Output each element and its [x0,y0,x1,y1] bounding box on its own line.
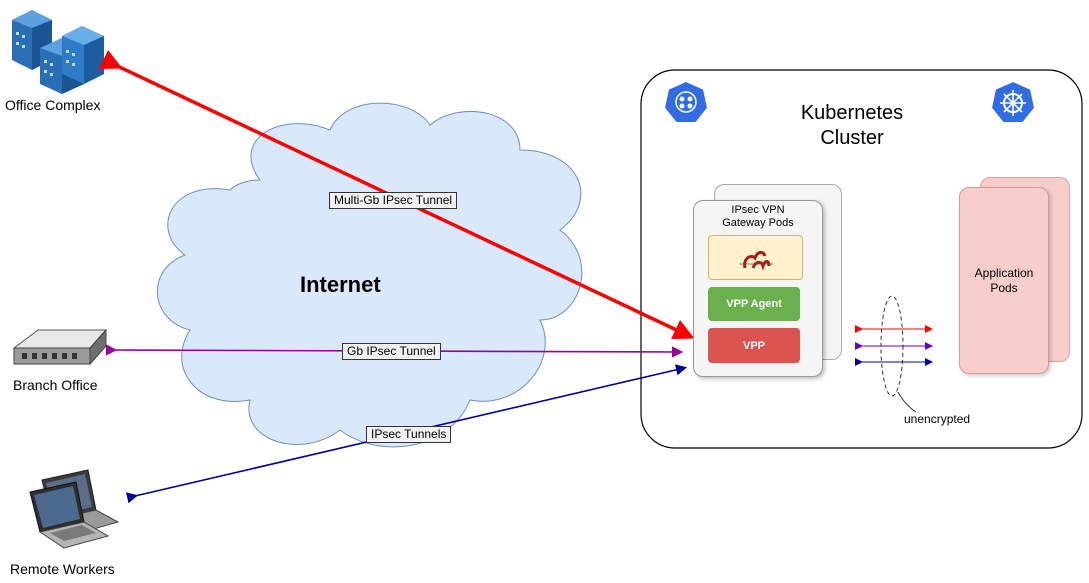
office-complex-label: Office Complex [5,97,101,113]
cluster-title-line1: Kubernetes [800,102,904,124]
multi-gb-tunnel-label: Multi-Gb IPsec Tunnel [329,192,458,209]
unencrypted-ellipse [880,295,904,397]
cluster-title-line2: Cluster [820,127,884,149]
strongswan-logo [739,250,773,271]
vpp-agent-box[interactable]: VPP Agent [708,287,800,321]
gateway-pods-title-line2: Gateway Pods [722,217,794,229]
kubernetes-pod-icon [662,79,710,124]
kubernetes-cluster-title: Kubernetes Cluster [772,101,932,151]
remote-workers-label: Remote Workers [10,561,115,577]
application-pod[interactable]: Application Pods [959,187,1049,374]
router-icon [12,328,108,366]
gb-tunnel-label: Gb IPsec Tunnel [342,343,441,360]
application-pods-line2: Pods [990,280,1018,295]
gateway-pods-title-line1: IPsec VPN [731,204,785,216]
internet-label: Internet [300,272,381,297]
laptops-icon [29,469,120,549]
branch-office-label: Branch Office [13,377,98,393]
kubernetes-helm-icon [989,79,1037,124]
application-pods-line1: Application [974,265,1034,280]
ipsec-tunnels-label: IPsec Tunnels [366,426,452,443]
strongswan-box[interactable] [708,235,803,280]
vpp-box[interactable]: VPP [708,328,800,363]
gateway-pods-title: IPsec VPN Gateway Pods [693,204,823,230]
unencrypted-callout [897,391,917,413]
office-buildings-icon [12,10,104,94]
unencrypted-label: unencrypted [904,412,971,426]
